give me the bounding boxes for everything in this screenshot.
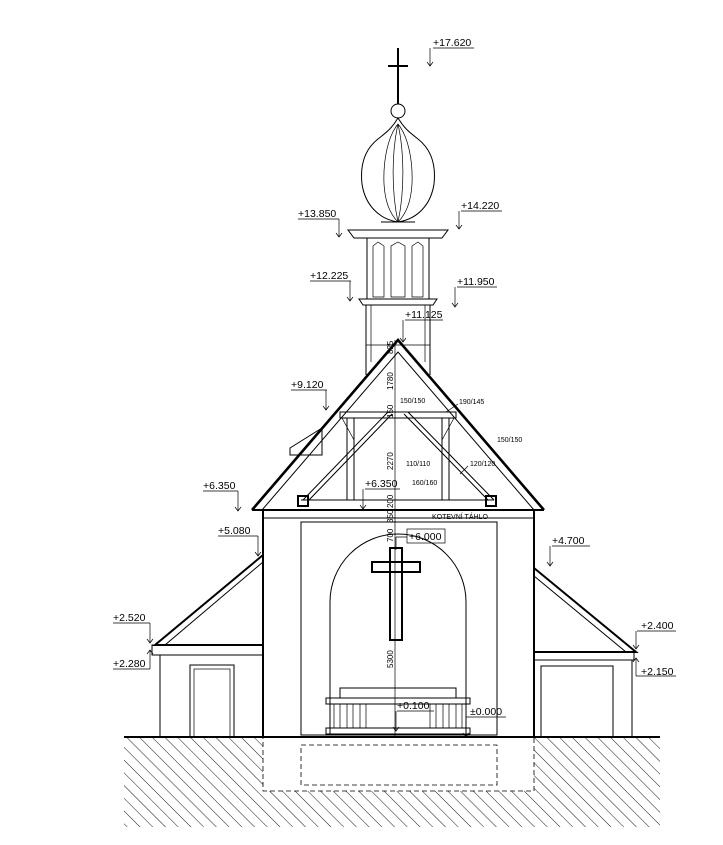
level-5080: +5.080 <box>218 525 251 537</box>
tie-rod-label: KOTEVNÍ TÁHLO <box>432 512 488 521</box>
dim-2270: 2270 <box>386 452 395 470</box>
roof-cross <box>388 48 408 104</box>
member-160-160: 160/160 <box>412 480 437 487</box>
level-6350-mid: +6.350 <box>365 478 398 490</box>
member-110-110: 110/110 <box>406 461 430 468</box>
dim-5300: 5300 <box>386 650 395 668</box>
onion-dome <box>361 103 435 223</box>
level-2520: +2.520 <box>113 612 146 624</box>
member-150-150-rafter: 150/150 <box>497 437 522 444</box>
member-150-150-top: 150/150 <box>400 398 425 405</box>
dim-200: 200 <box>386 494 395 508</box>
member-labels: 150/150 190/145 150/150 110/110 120/120 … <box>400 398 522 521</box>
lantern <box>347 229 449 375</box>
dim-1780: 1780 <box>386 372 395 390</box>
level-9120: +9.120 <box>291 379 324 391</box>
ground-hatch <box>124 736 660 827</box>
level-2400: +2.400 <box>641 620 674 632</box>
level-markers: +17.620 +14.220 +13.850 +12.225 +11.950 … <box>113 37 676 738</box>
level-2150: +2.150 <box>641 666 674 678</box>
member-190-145: 190/145 <box>459 399 484 406</box>
level-11950: +11.950 <box>457 276 495 288</box>
right-wing <box>533 567 639 738</box>
member-120-120: 120/120 <box>470 461 495 468</box>
vertical-dimensions: 825 1780 150 2270 200 350 700 5300 <box>386 340 395 668</box>
level-4700: +4.700 <box>552 535 585 547</box>
dim-350: 350 <box>386 509 395 523</box>
dim-700: 700 <box>386 528 395 542</box>
roof-truss <box>251 338 545 511</box>
main-hall <box>262 340 535 738</box>
level-13850: +13.850 <box>298 208 336 220</box>
level-0100: +0.100 <box>397 700 430 712</box>
level-14220: +14.220 <box>461 200 499 212</box>
level-0000: ±0.000 <box>470 706 502 718</box>
level-2280: +2.280 <box>113 658 146 670</box>
level-11125: +11.125 <box>405 309 443 321</box>
dim-825: 825 <box>386 340 395 354</box>
left-wing <box>151 554 264 738</box>
level-6000: +6.000 <box>409 531 442 543</box>
level-12225: +12.225 <box>310 270 348 282</box>
level-6350-left: +6.350 <box>203 480 236 492</box>
level-17620: +17.620 <box>433 37 471 49</box>
dim-150: 150 <box>386 404 395 418</box>
